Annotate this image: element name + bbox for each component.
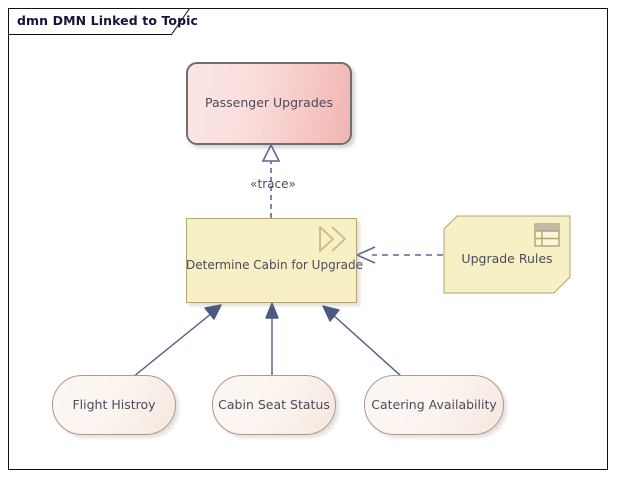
node-catering-availability-shape [364,375,504,435]
connector-flight-history-input[interactable] [132,304,222,378]
node-upgrade-rules-label: Upgrade Rules [461,251,553,266]
node-cabin-seat-status-shape [212,375,336,435]
node-determine-cabin-shape [186,218,357,303]
node-cabin-seat-status-label: Cabin Seat Status [218,397,330,412]
tab-shape-icon [8,8,190,35]
diagram-title-label: dmn DMN Linked to Topic [17,13,199,28]
node-cabin-seat-status[interactable]: Cabin Seat Status [212,375,336,435]
node-determine-cabin-label: Determine Cabin for Upgrade [186,258,363,272]
node-flight-history-label: Flight Histroy [72,397,156,412]
table-icon [534,223,560,247]
node-flight-history-shape [52,375,176,435]
node-passenger-upgrades[interactable]: Passenger Upgrades [186,62,352,145]
double-chevron-icon [319,226,346,252]
connector-cabin-seat-input[interactable] [265,302,279,375]
connector-trace-stereotype-label: «trace» [250,177,296,191]
node-catering-availability[interactable]: Catering Availability [364,375,504,435]
connector-upgrade-rules-dependency[interactable] [356,246,443,264]
node-passenger-upgrades-shape [186,62,352,145]
node-upgrade-rules[interactable]: Upgrade Rules [443,215,571,294]
connector-catering-input[interactable] [322,305,402,377]
node-flight-history[interactable]: Flight Histroy [52,375,176,435]
node-determine-cabin-for-upgrade[interactable]: Determine Cabin for Upgrade [186,218,363,303]
node-passenger-upgrades-label: Passenger Upgrades [205,95,333,110]
diagram-title-tab[interactable]: dmn DMN Linked to Topic [8,8,198,35]
node-catering-availability-label: Catering Availability [371,397,497,412]
